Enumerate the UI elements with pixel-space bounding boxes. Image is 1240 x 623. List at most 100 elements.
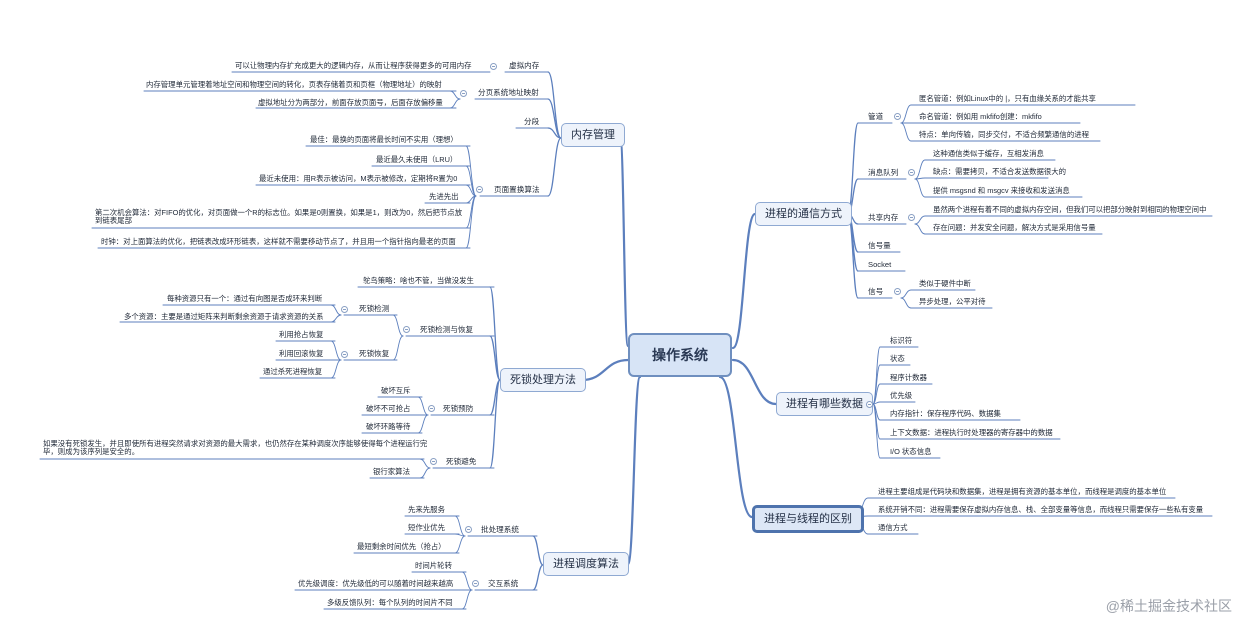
leaf-data-memory-pointer[interactable]: 内存指针：保存程序代码、数据集: [890, 409, 1001, 418]
leaf-diff-communication[interactable]: 通信方式: [878, 523, 908, 532]
node-virtual-memory[interactable]: 虚拟内存: [509, 61, 540, 70]
connector: [454, 535, 466, 554]
node-semaphore[interactable]: 信号量: [868, 241, 891, 250]
connector: [461, 571, 473, 591]
connector: [618, 133, 630, 348]
leaf-replace-fifo[interactable]: 先进先出: [429, 192, 459, 201]
topic-deadlock-handling[interactable]: 死锁处理方法: [500, 368, 586, 392]
leaf-replace-lru[interactable]: 最近最久未使用（LRU）: [376, 155, 458, 164]
node-socket[interactable]: Socket: [868, 260, 892, 269]
leaf-fcfs[interactable]: 先来先服务: [408, 505, 445, 514]
leaf-multilevel-feedback[interactable]: 多级反馈队列：每个队列的时间片不同: [327, 598, 453, 607]
leaf-ostrich-strategy[interactable]: 鸵鸟策略：啥也不管，当做没发生: [363, 276, 474, 285]
leaf-replace-second-chance[interactable]: 第二次机会算法：对FIFO的优化，对页面做一个R的标志位。如果是0则置换，如果是…: [95, 208, 463, 225]
leaf-detect-multi-resource[interactable]: 多个资源：主要是通过矩阵来判断剩余资源于请求资源的关系: [124, 312, 324, 321]
collapse-toggle-icon[interactable]: [430, 458, 437, 465]
leaf-round-robin[interactable]: 时间片轮转: [415, 561, 452, 570]
collapse-toggle-icon[interactable]: [341, 306, 348, 313]
leaf-paging-desc-2[interactable]: 虚拟地址分为两部分，前面存放页面号，后面存放偏移量: [258, 98, 443, 107]
collapse-toggle-icon[interactable]: [460, 90, 467, 97]
topic-process-data[interactable]: 进程有哪些数据: [776, 392, 873, 416]
leaf-recover-preempt[interactable]: 利用抢占恢复: [279, 330, 324, 339]
leaf-data-state[interactable]: 状态: [890, 354, 905, 363]
leaf-shm-issue[interactable]: 存在问题：并发安全问题，解决方式是采用信号量: [933, 223, 1096, 232]
leaf-data-io-state[interactable]: I/O 状态信息: [890, 447, 932, 456]
leaf-virtual-memory-desc[interactable]: 可以让物理内存扩充成更大的逻辑内存，从而让程序获得更多的可用内存: [235, 61, 472, 70]
leaf-shm-desc[interactable]: 虽然两个进程有着不同的虚拟内存空间，但我们可以把部分映射到相同的物理空间中: [933, 205, 1207, 214]
collapse-toggle-icon[interactable]: [894, 288, 901, 295]
collapse-toggle-icon[interactable]: [341, 351, 348, 358]
node-deadlock-avoidance[interactable]: 死锁避免: [446, 457, 477, 466]
collapse-toggle-icon[interactable]: [908, 214, 915, 221]
connector: [449, 98, 461, 109]
leaf-data-context[interactable]: 上下文数据：进程执行时处理器的寄存器中的数据: [890, 428, 1053, 437]
leaf-avoid-banker[interactable]: 银行家算法: [373, 467, 410, 476]
collapse-toggle-icon[interactable]: [428, 405, 435, 412]
collapse-toggle-icon[interactable]: [490, 63, 497, 70]
connector: [900, 122, 912, 142]
leaf-diff-overhead[interactable]: 系统开销不同：进程需要保存虚拟内存信息、栈、全部变量等信息，而线程只需要保存一些…: [878, 505, 1204, 514]
node-detect-recover[interactable]: 死锁检测与恢复: [420, 325, 474, 334]
connector: [489, 286, 501, 381]
leaf-replace-clock[interactable]: 时钟：对上面算法的优化，把链表改成环形链表，这样就不需要移动节点了，并且用一个指…: [101, 237, 456, 246]
connector: [547, 137, 562, 197]
leaf-replace-optimal[interactable]: 最佳：最换的页面将最长时间不实用（理想）: [310, 135, 458, 144]
connector: [580, 358, 630, 382]
leaf-recover-rollback[interactable]: 利用回滚恢复: [279, 349, 324, 358]
connector: [900, 289, 912, 299]
leaf-sjf[interactable]: 短作业优先: [408, 523, 445, 532]
leaf-recover-kill[interactable]: 通过杀死进程恢复: [263, 367, 323, 376]
node-deadlock-prevention[interactable]: 死锁预防: [443, 404, 474, 413]
root-topic[interactable]: 操作系统: [628, 333, 732, 377]
node-pipe[interactable]: 管道: [868, 112, 884, 121]
connector: [392, 335, 404, 361]
connector: [547, 98, 562, 139]
leaf-avoid-safe-state[interactable]: 如果没有死锁发生，并且即使所有进程突然请求对资源的最大需求，也仍然存在某种调度次…: [43, 439, 428, 456]
leaf-data-program-counter[interactable]: 程序计数器: [890, 373, 927, 382]
leaf-prevent-cycle[interactable]: 破坏环路等待: [366, 422, 411, 431]
leaf-prevent-no-preempt[interactable]: 破坏不可抢占: [366, 404, 411, 413]
leaf-mq-drawback[interactable]: 缺点：需要拷贝，不适合发送数据很大的: [933, 167, 1067, 176]
node-signal[interactable]: 信号: [868, 287, 884, 296]
leaf-data-priority[interactable]: 优先级: [890, 391, 913, 400]
leaf-detect-single-resource[interactable]: 每种资源只有一个：通过有向图是否成环来判断: [167, 294, 323, 303]
node-interactive-system[interactable]: 交互系统: [488, 579, 519, 588]
leaf-paging-desc-1[interactable]: 内存管理单元管理着地址空间和物理空间的转化，页表存储着页和页框（物理地址）的映射: [146, 80, 442, 89]
collapse-toggle-icon[interactable]: [476, 186, 483, 193]
leaf-named-pipe[interactable]: 命名管道：例如用 mkfifo创建：mkfifo: [919, 112, 1042, 121]
topic-memory-management[interactable]: 内存管理: [561, 123, 625, 147]
leaf-mq-api[interactable]: 提供 msgsnd 和 msgcv 来接收和发送消息: [933, 186, 1070, 195]
leaf-diff-resource-unit[interactable]: 进程主要组成是代码块和数据集，进程是拥有资源的基本单位，而线程是调度的基本单位: [878, 487, 1167, 496]
leaf-signal-async[interactable]: 异步处理，公平对待: [919, 297, 986, 306]
node-deadlock-detection[interactable]: 死锁检测: [359, 304, 390, 313]
leaf-pipe-feature[interactable]: 特点：单向传输，同步交付，不适合频繁通信的进程: [919, 130, 1089, 139]
topic-process-vs-thread[interactable]: 进程与线程的区别: [752, 505, 864, 533]
node-message-queue[interactable]: 消息队列: [868, 168, 899, 177]
node-batch-system[interactable]: 批处理系统: [481, 525, 519, 534]
node-deadlock-recovery[interactable]: 死锁恢复: [359, 349, 390, 358]
topic-ipc-methods[interactable]: 进程的通信方式: [755, 202, 852, 226]
collapse-toggle-icon[interactable]: [894, 113, 901, 120]
node-segmentation[interactable]: 分段: [524, 117, 540, 126]
leaf-srtf[interactable]: 最短剩余时间优先（抢占）: [357, 542, 446, 551]
connector: [731, 212, 757, 350]
connector: [718, 375, 754, 519]
node-page-replacement[interactable]: 页面置换算法: [494, 185, 540, 194]
node-shared-memory[interactable]: 共享内存: [868, 213, 899, 222]
node-paging-mapping[interactable]: 分页系统地址映射: [478, 88, 539, 97]
leaf-data-identifier[interactable]: 标识符: [890, 336, 913, 345]
leaf-anonymous-pipe[interactable]: 匿名管道：例如Linux中的 |，只有血缘关系的才能共享: [919, 94, 1096, 103]
leaf-mq-desc[interactable]: 这种通信类似于缓存，互相发消息: [933, 149, 1044, 158]
connector: [461, 589, 473, 610]
collapse-toggle-icon[interactable]: [866, 401, 873, 408]
collapse-toggle-icon[interactable]: [465, 526, 472, 533]
leaf-signal-interrupt[interactable]: 类似于硬件中断: [919, 279, 971, 288]
connector: [547, 127, 562, 139]
leaf-priority-scheduling[interactable]: 优先级调度：优先级低的可以随着时间越来越高: [298, 579, 454, 588]
collapse-toggle-icon[interactable]: [908, 169, 915, 176]
leaf-replace-nru[interactable]: 最近未使用：用R表示被访问，M表示被修改，定期将R置为0: [259, 174, 458, 183]
collapse-toggle-icon[interactable]: [403, 326, 410, 333]
topic-process-scheduling[interactable]: 进程调度算法: [543, 552, 629, 576]
collapse-toggle-icon[interactable]: [472, 580, 479, 587]
leaf-prevent-mutex[interactable]: 破坏互斥: [381, 386, 411, 395]
